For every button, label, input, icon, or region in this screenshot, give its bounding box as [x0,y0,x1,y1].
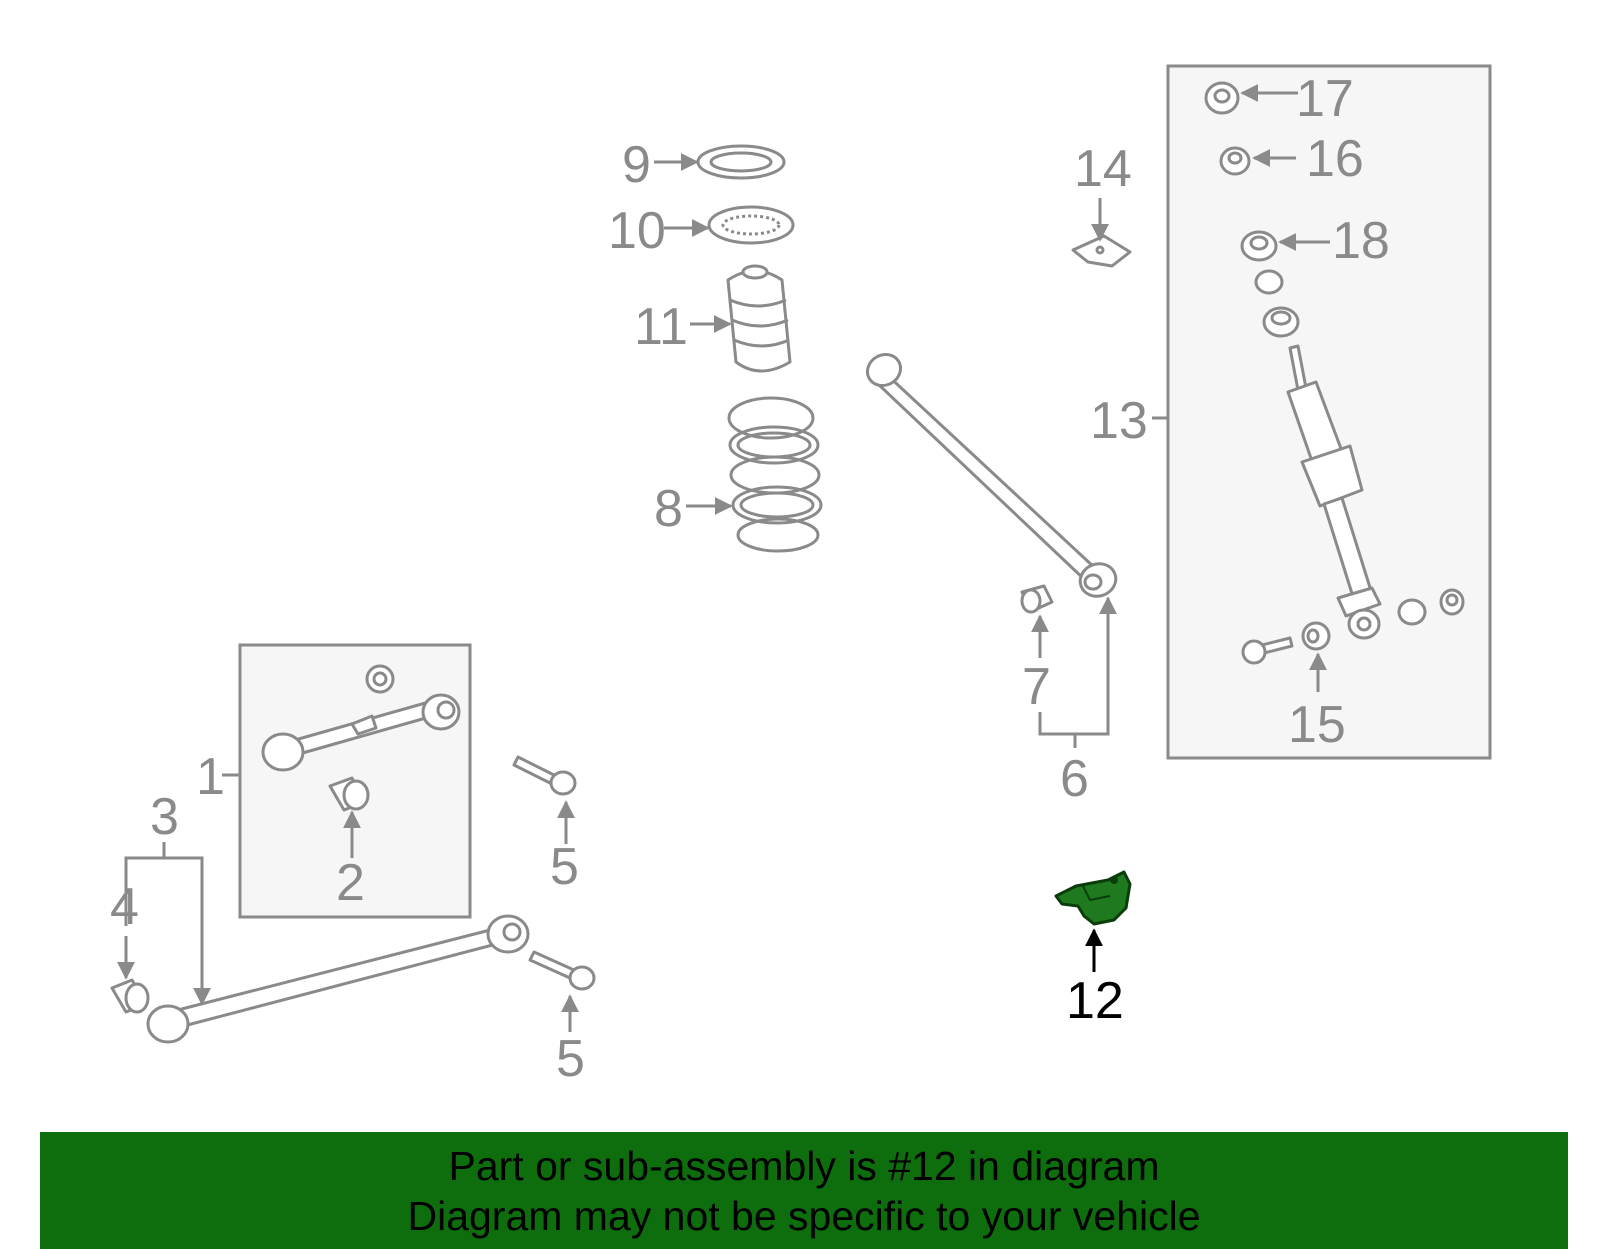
part-18-cushion[interactable] [1240,230,1278,262]
callout-18: 18 [1332,212,1390,270]
callout-5-lower: 5 [556,1030,585,1088]
group-box-13 [1166,64,1492,760]
part-3-lateral-rod[interactable] [146,914,530,1044]
part-9-insulator[interactable] [696,144,786,180]
callout-11: 11 [634,298,688,356]
part-17-washer[interactable] [1204,81,1240,115]
info-banner: Part or sub-assembly is #12 in diagram D… [40,1132,1568,1249]
callout-6: 6 [1060,750,1089,808]
callout-15: 15 [1288,696,1346,754]
callout-5-upper: 5 [550,838,579,896]
banner-line-1: Part or sub-assembly is #12 in diagram [448,1142,1160,1189]
shock-lower-bushings [1397,588,1465,626]
callout-10: 10 [608,202,666,260]
part-11-bump-stop[interactable] [726,264,792,373]
callout-8: 8 [654,480,683,538]
callout-13: 13 [1090,392,1148,450]
part-5-bolt-lower[interactable] [528,950,596,991]
part-5-bolt-upper[interactable] [512,755,577,796]
part-8-coil-spring[interactable] [727,396,823,553]
part-6-control-arm[interactable] [862,349,1121,602]
parts-diagram: 9 10 11 8 14 17 16 18 13 15 7 6 1 2 3 4 … [110,64,1492,1088]
leader-lines [117,84,1330,1032]
callout-17: 17 [1296,70,1354,128]
callout-labels: 9 10 11 8 14 17 16 18 13 15 7 6 1 2 3 4 … [110,70,1390,1088]
part-14-bracket[interactable] [1071,234,1132,268]
callout-7: 7 [1022,658,1051,716]
callout-2: 2 [336,854,365,912]
part-15-bushing[interactable] [1301,621,1331,651]
part-2-bushing[interactable] [328,776,370,812]
callout-14: 14 [1074,140,1132,198]
part-7-bushing[interactable] [1020,584,1054,614]
callout-16: 16 [1306,130,1364,188]
callout-3: 3 [150,788,179,846]
part-4-bushing[interactable] [110,978,150,1014]
part-12-highlighted[interactable] [1054,870,1132,926]
callout-9: 9 [622,136,651,194]
callout-1: 1 [196,748,225,806]
callout-12: 12 [1066,972,1124,1030]
callout-4: 4 [110,878,139,936]
part-1-lower-arm[interactable] [261,664,461,772]
part-13-shock-absorber[interactable] [1286,344,1382,640]
shock-lower-bolt [1241,636,1294,665]
part-16-cushion[interactable] [1219,146,1251,176]
shock-upper-hardware [1254,269,1300,338]
part-10-insulator[interactable] [707,205,795,245]
banner-line-2: Diagram may not be specific to your vehi… [407,1192,1201,1239]
